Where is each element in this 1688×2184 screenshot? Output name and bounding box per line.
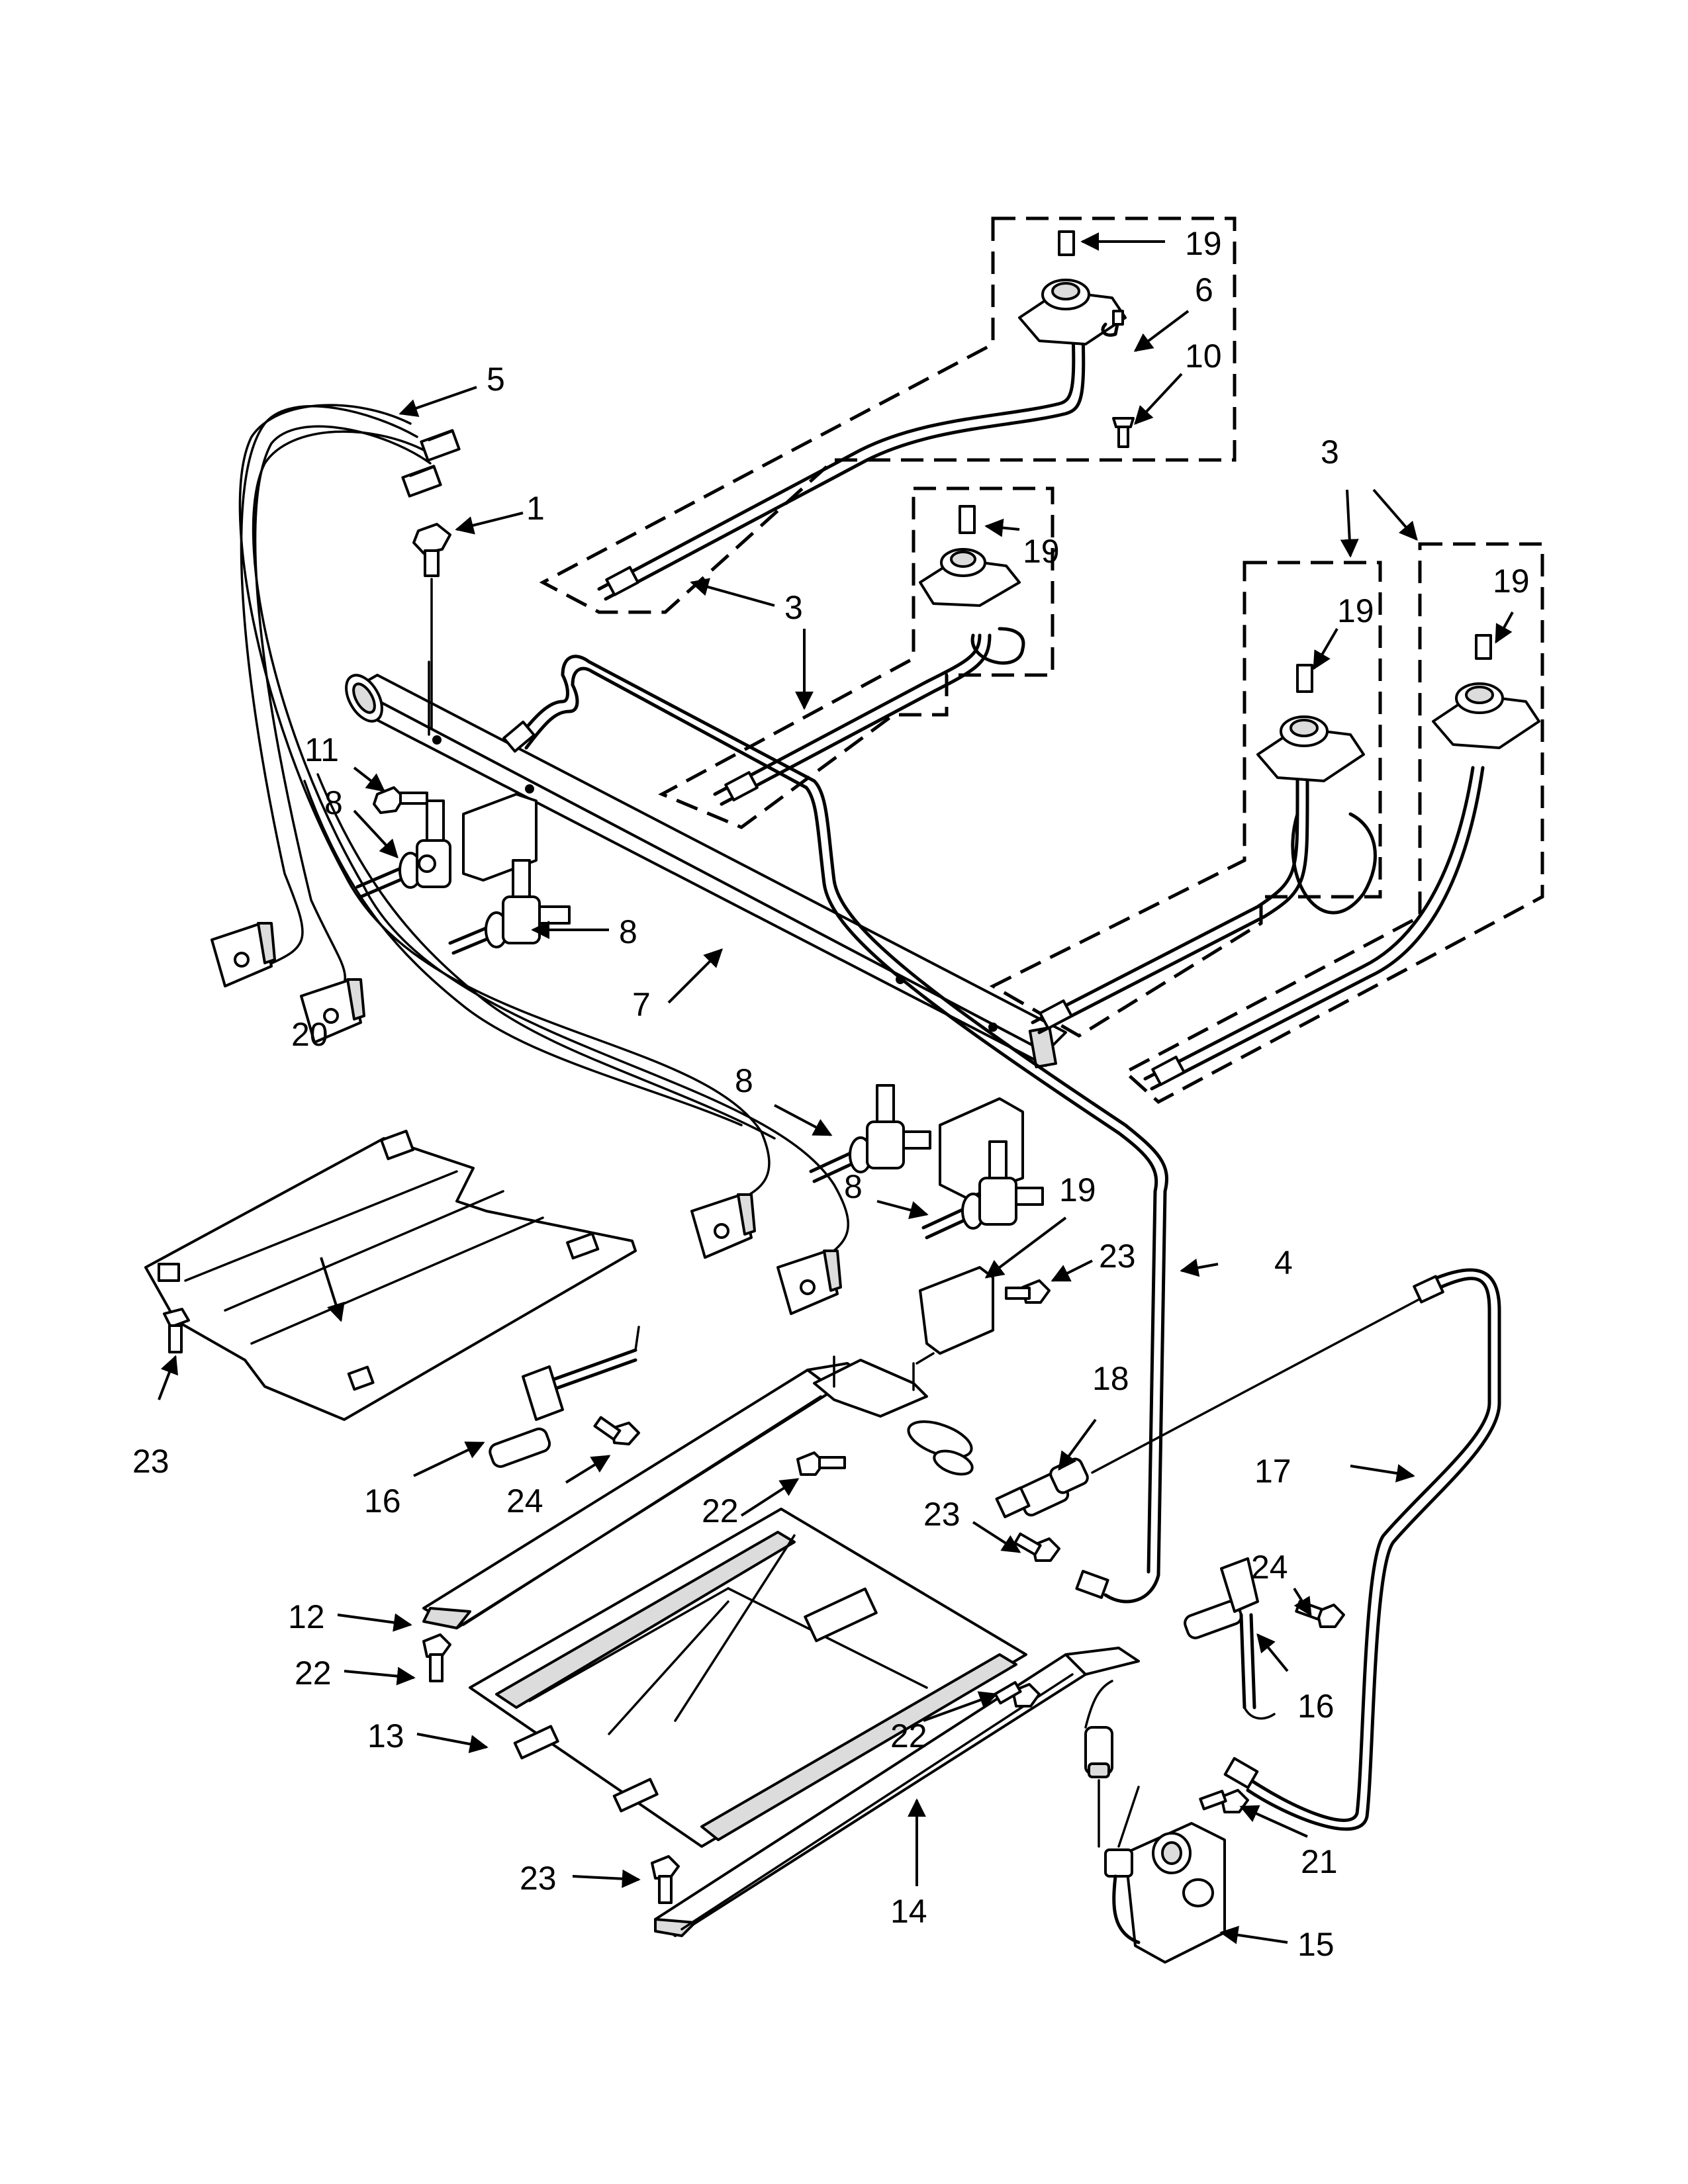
burner-valve-1	[355, 799, 451, 899]
screw-23-c	[1013, 1532, 1060, 1562]
switch-terminal-2	[300, 978, 365, 1044]
burner-valve-4	[921, 1140, 1044, 1240]
burner-base-mid	[919, 505, 1021, 607]
callout-22: 22	[890, 1717, 927, 1754]
burner-base-right-a	[1256, 664, 1365, 782]
group-box-top-burner	[539, 216, 1237, 614]
screw-23-a	[163, 1308, 190, 1353]
heat-shield	[144, 1130, 637, 1421]
screw-24-a	[593, 1416, 640, 1445]
callout-11: 11	[305, 731, 339, 768]
tube-fitting-right-a	[1039, 999, 1073, 1030]
oven-supply-tube	[514, 655, 1168, 1604]
screw-22-a	[796, 1451, 846, 1476]
callout-12: 12	[288, 1598, 325, 1635]
burner-screw	[1112, 417, 1135, 448]
tube-fitting-mid	[724, 771, 759, 801]
callout-3: 3	[784, 589, 803, 626]
callout-8: 8	[619, 913, 637, 950]
flame-spreader	[469, 1508, 1027, 1848]
burner-valve-2	[448, 859, 571, 955]
tube-right-burner-a	[1031, 766, 1299, 1024]
callout-17: 17	[1254, 1453, 1291, 1490]
callout-1: 1	[526, 490, 545, 527]
callout-21: 21	[1301, 1843, 1338, 1880]
callout-15: 15	[1297, 1926, 1335, 1963]
callout-19: 19	[1185, 225, 1222, 262]
air-shutter	[907, 1420, 974, 1476]
burner-clip	[1101, 310, 1124, 337]
callout-19: 19	[1023, 533, 1060, 570]
burner-valve-3	[809, 1084, 931, 1183]
callout-19: 19	[1059, 1171, 1096, 1208]
pilot-assembly	[1084, 1680, 1113, 1848]
screw-1	[412, 523, 451, 736]
burner-base-right-b	[1432, 634, 1540, 749]
callout-16: 16	[364, 1482, 401, 1520]
callout-19: 19	[1493, 563, 1530, 600]
tube-mid-burner	[713, 633, 982, 796]
switch-terminal-1	[211, 922, 276, 987]
callout-arrows	[158, 232, 1514, 1944]
switch-terminal-4	[776, 1250, 842, 1315]
switch-terminal-3	[690, 1193, 756, 1259]
gas-tube-17-fitting-bottom	[1223, 1756, 1259, 1790]
oven-tube-fitting	[502, 720, 536, 753]
screw-22-c	[994, 1681, 1041, 1707]
group-box-right-burner-a	[989, 561, 1382, 1038]
callout-20: 20	[291, 1016, 328, 1053]
callout-19: 19	[1337, 592, 1374, 629]
burner-base-top	[1018, 230, 1127, 345]
callout-22: 22	[295, 1655, 332, 1692]
screw-23-d	[651, 1855, 680, 1904]
screw-21	[1199, 1789, 1249, 1813]
callout-10: 10	[1185, 338, 1222, 375]
broil-burner-tube	[654, 1647, 1140, 1937]
burner-bracket	[813, 1355, 928, 1418]
callout-16: 16	[1297, 1688, 1335, 1725]
gas-tube-17	[1249, 1277, 1491, 1822]
callout-8: 8	[844, 1168, 863, 1205]
callout-7: 7	[632, 986, 651, 1023]
callout-23: 23	[1099, 1238, 1136, 1275]
igniter-left	[489, 1326, 640, 1468]
screw-23-b	[1005, 1279, 1051, 1304]
oven-tube-fitting-bottom	[1075, 1570, 1109, 1599]
callout-5: 5	[487, 361, 505, 398]
callout-23: 23	[520, 1860, 557, 1897]
tube-fitting-top	[605, 566, 639, 596]
callout-6: 6	[1195, 271, 1213, 308]
tube-top-burner	[597, 316, 1076, 591]
wire-harness	[238, 404, 849, 1265]
manifold-pipe	[345, 674, 1067, 1069]
callout-22: 22	[702, 1492, 739, 1529]
tube-fitting-right-b	[1151, 1056, 1186, 1086]
gas-tube-17-fitting	[1413, 1275, 1444, 1304]
tube-right-burner-b	[1143, 766, 1475, 1081]
callout-13: 13	[367, 1717, 404, 1754]
callout-23: 23	[923, 1496, 961, 1533]
callout-23: 23	[132, 1443, 169, 1480]
callout-4: 4	[1274, 1244, 1293, 1281]
callout-labels: 19 6 10 5 1 3 19 3 19 19 11 8 8 7 20 8 8…	[132, 225, 1530, 1963]
screw-11	[373, 786, 428, 814]
harness-connector-plug	[401, 429, 461, 498]
screw-22-b	[422, 1633, 451, 1682]
callout-3: 3	[1321, 433, 1339, 471]
callout-24: 24	[1251, 1549, 1288, 1586]
callout-14: 14	[890, 1893, 927, 1930]
callout-18: 18	[1092, 1360, 1129, 1397]
callout-8: 8	[735, 1062, 753, 1099]
group-box-right-burner-b	[1122, 542, 1544, 1105]
valve-bracket-left	[462, 793, 538, 882]
orifice-bracket	[915, 1266, 994, 1365]
oven-safety-valve	[1104, 1786, 1226, 1964]
orifice-holder	[995, 1296, 1425, 1519]
group-box-mid-burner	[658, 486, 1055, 829]
callout-24: 24	[506, 1482, 543, 1520]
callout-8: 8	[324, 784, 343, 821]
igniter-right	[1184, 1557, 1276, 1720]
